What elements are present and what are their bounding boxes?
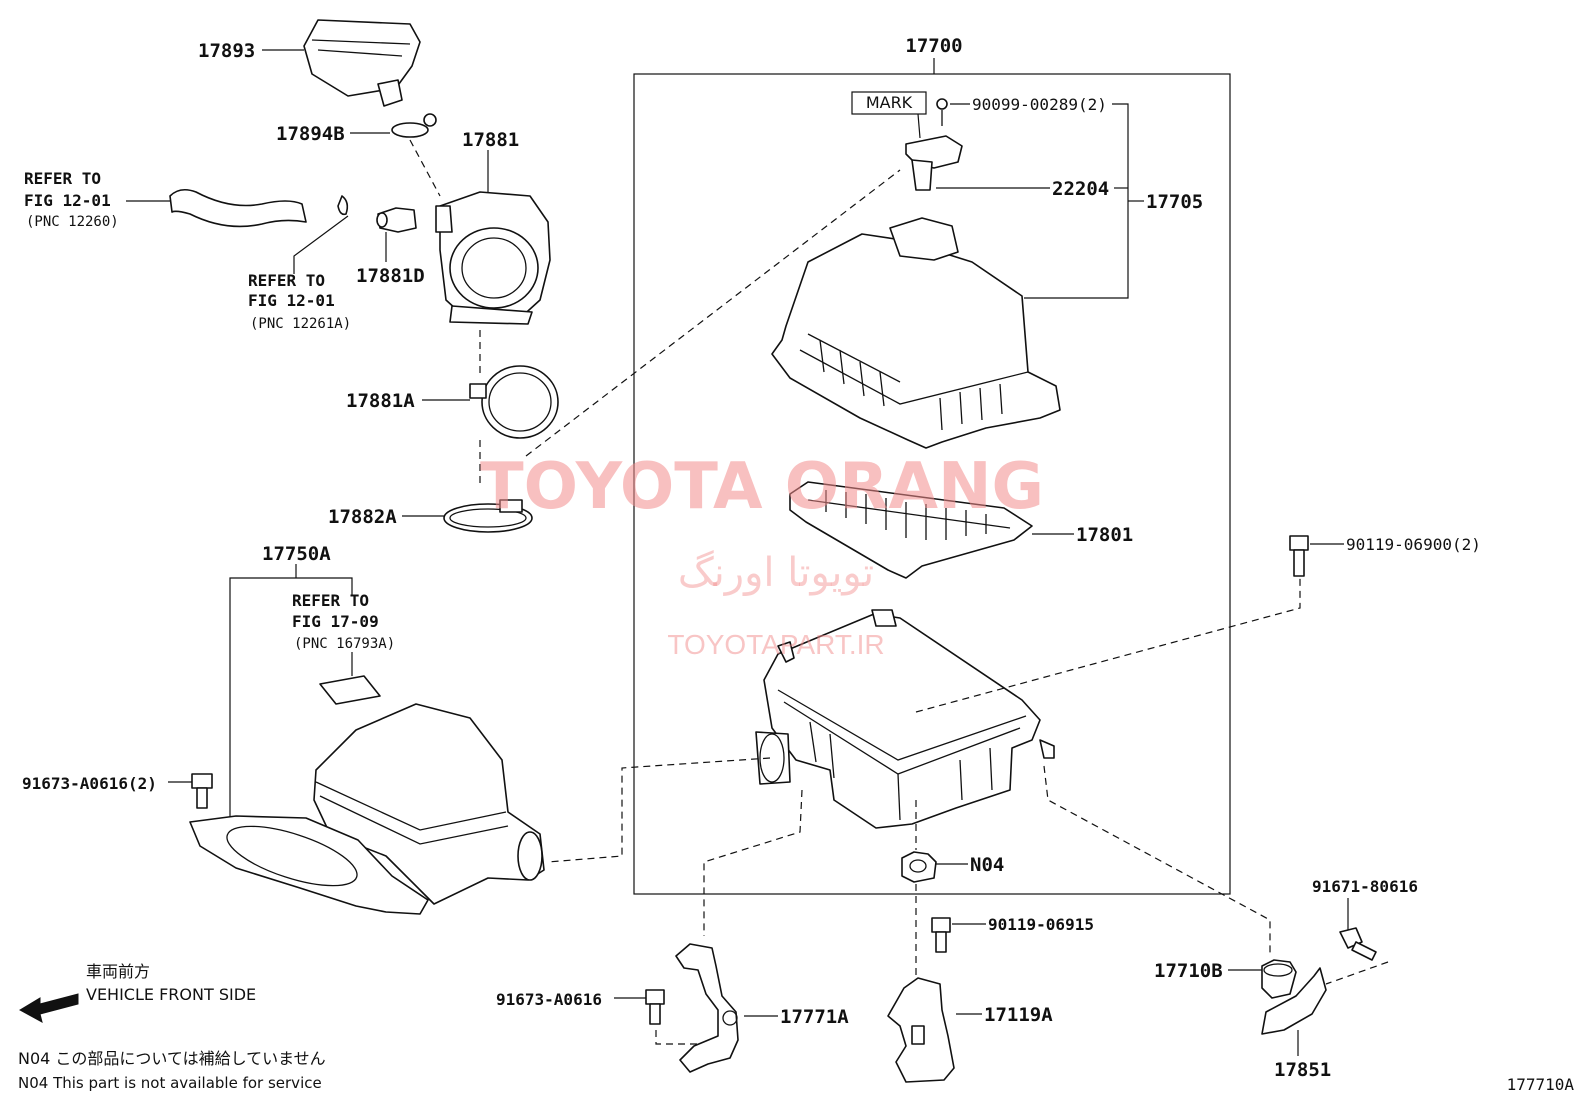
bolt-90119-06900 xyxy=(1289,535,1309,577)
clip-12261A xyxy=(337,195,349,216)
ref3-line2: FIG 17-09 xyxy=(292,612,379,631)
clamp-17894B xyxy=(391,113,437,138)
ref2-line2: FIG 12-01 xyxy=(248,291,335,310)
label-N04: N04 xyxy=(970,854,1004,876)
ref2-line3: (PNC 12261A) xyxy=(250,316,351,332)
cleaner-cover-17705 xyxy=(771,217,1061,449)
label-91673-A0616-2: 91673-A0616(2) xyxy=(22,774,157,793)
assembly-frame xyxy=(633,73,1231,895)
watermark-farsi: تویوتا اورنگ xyxy=(678,550,874,596)
label-91673-A0616: 91673-A0616 xyxy=(496,990,602,1009)
label-17893: 17893 xyxy=(198,40,255,62)
bracket-17771A xyxy=(675,943,739,1073)
bolt-91673-A0616-2 xyxy=(191,773,213,809)
watermark-brand: TOYOTA ORANG xyxy=(480,450,1044,524)
resonator-17893 xyxy=(303,19,421,107)
label-17882A: 17882A xyxy=(328,506,397,528)
label-91671-80616: 91671-80616 xyxy=(1312,877,1418,896)
bolt-91673-A0616 xyxy=(645,989,665,1025)
cleaner-case xyxy=(755,609,1055,829)
label-90119-06915: 90119-06915 xyxy=(988,915,1094,934)
label-22204: 22204 xyxy=(1052,178,1109,200)
bracket-17851 xyxy=(1261,967,1327,1035)
label-17851: 17851 xyxy=(1274,1059,1331,1081)
sensor-22204 xyxy=(905,98,963,191)
note-en: N04 This part is not available for servi… xyxy=(18,1074,322,1092)
clamp-band-17882A xyxy=(443,499,533,533)
ref3-line3: (PNC 16793A) xyxy=(294,636,395,652)
label-17801: 17801 xyxy=(1076,524,1133,546)
label-17750A: 17750A xyxy=(262,543,331,565)
figure-number: 177710A xyxy=(1507,1075,1575,1094)
clamp-ring-17881A xyxy=(469,365,559,439)
label-17771A: 17771A xyxy=(780,1006,849,1028)
mark-text: MARK xyxy=(866,93,913,112)
label-17881D: 17881D xyxy=(356,265,425,287)
note-jp: N04 この部品については補給していません xyxy=(18,1049,326,1068)
label-17894B: 17894B xyxy=(276,123,345,145)
label-17881: 17881 xyxy=(462,129,519,151)
ref1-line3: (PNC 12260) xyxy=(26,214,119,230)
bracket-17119A xyxy=(887,977,955,1083)
ref1-line2: FIG 12-01 xyxy=(24,191,111,210)
ref1-line1: REFER TO xyxy=(24,169,101,188)
label-90119-06900: 90119-06900(2) xyxy=(1346,535,1481,554)
pad-16793A xyxy=(319,675,381,705)
mark-box xyxy=(851,91,927,115)
filter-element-17801 xyxy=(789,481,1033,579)
label-17705: 17705 xyxy=(1146,191,1203,213)
grommet-17710B xyxy=(1261,959,1297,999)
front-en: VEHICLE FRONT SIDE xyxy=(86,985,256,1004)
front-jp: 車両前方 xyxy=(86,962,150,981)
inlet-duct-17750A xyxy=(189,703,545,915)
label-17119A: 17119A xyxy=(984,1004,1053,1026)
label-90099: 90099-00289(2) xyxy=(972,95,1107,114)
airflow-body-17881 xyxy=(435,191,551,325)
vehicle-front-arrow-icon xyxy=(18,993,79,1023)
ref3-line1: REFER TO xyxy=(292,591,369,610)
grommet-N04 xyxy=(901,851,937,883)
grommet-17881D xyxy=(376,207,417,233)
ref2-line1: REFER TO xyxy=(248,271,325,290)
label-17881A: 17881A xyxy=(346,390,415,412)
bolt-90119-06915 xyxy=(931,917,951,953)
label-17700: 17700 xyxy=(905,35,962,57)
bolt-91671-80616 xyxy=(1339,927,1377,961)
watermark-url: TOYOTAPART.IR xyxy=(667,629,884,660)
hose-12260 xyxy=(169,188,307,228)
label-17710B: 17710B xyxy=(1154,960,1223,982)
